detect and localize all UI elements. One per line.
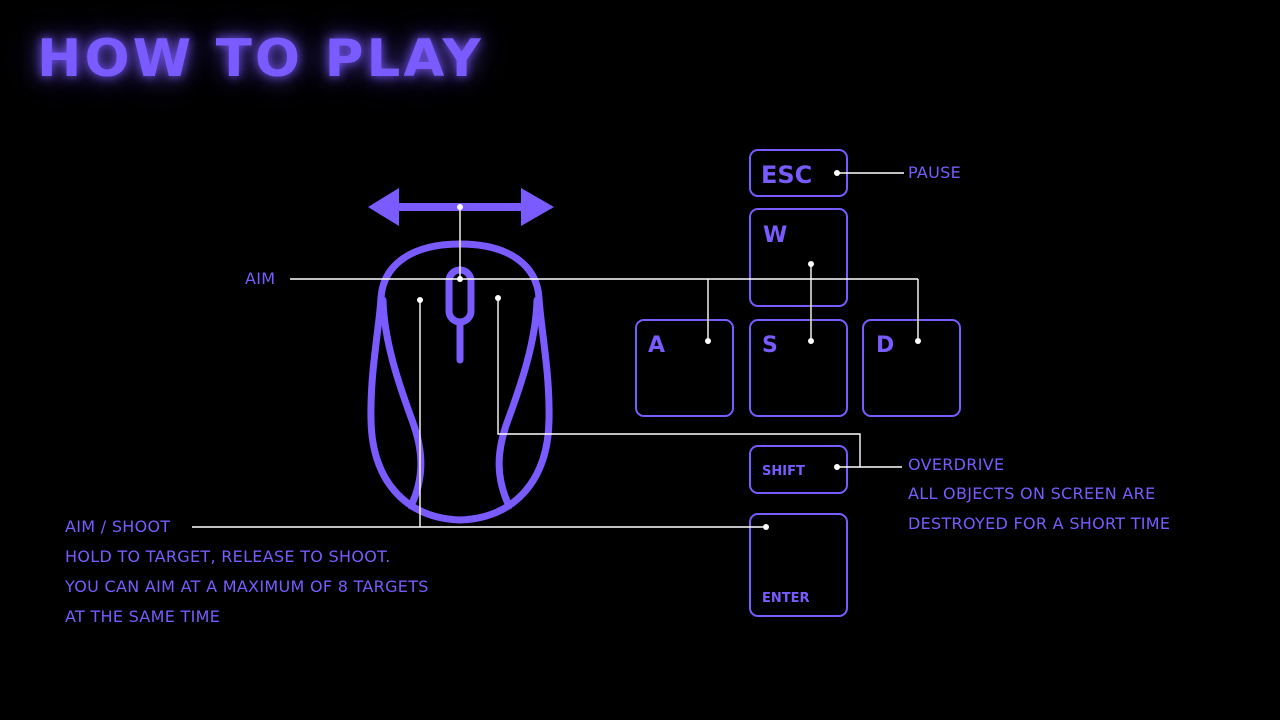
pause-label: PAUSE — [908, 163, 962, 182]
overdrive-description-line-2: DESTROYED FOR A SHORT TIME — [908, 514, 1171, 533]
esc-key-label: ESC — [761, 161, 813, 189]
enter-key-label: ENTER — [762, 591, 810, 606]
aim-shoot-description-line-3: AT THE SAME TIME — [65, 607, 221, 626]
s-key-label: S — [762, 333, 778, 358]
esc-key[interactable]: ESC — [749, 149, 848, 197]
a-key[interactable]: A — [635, 319, 734, 417]
aim-shoot-description-line-1: HOLD TO TARGET, RELEASE TO SHOOT. — [65, 547, 391, 566]
overdrive-description-line-1: ALL OBJECTS ON SCREEN ARE — [908, 484, 1156, 503]
s-key[interactable]: S — [749, 319, 848, 417]
a-key-label: A — [648, 333, 666, 358]
w-key-label: W — [763, 223, 788, 248]
d-key[interactable]: D — [862, 319, 961, 417]
aim-shoot-description-line-2: YOU CAN AIM AT A MAXIMUM OF 8 TARGETS — [65, 577, 429, 596]
enter-key[interactable]: ENTER — [749, 513, 848, 617]
overdrive-label: OVERDRIVE — [908, 455, 1005, 474]
d-key-label: D — [876, 333, 895, 358]
shift-key[interactable]: SHIFT — [749, 445, 848, 494]
page-title: HOW TO PLAY — [37, 29, 484, 89]
aim-label: AIM — [245, 269, 276, 288]
aim-shoot-label: AIM / SHOOT — [65, 517, 171, 536]
w-key[interactable]: W — [749, 208, 848, 307]
shift-key-label: SHIFT — [762, 464, 805, 479]
connector-dots — [417, 170, 921, 530]
